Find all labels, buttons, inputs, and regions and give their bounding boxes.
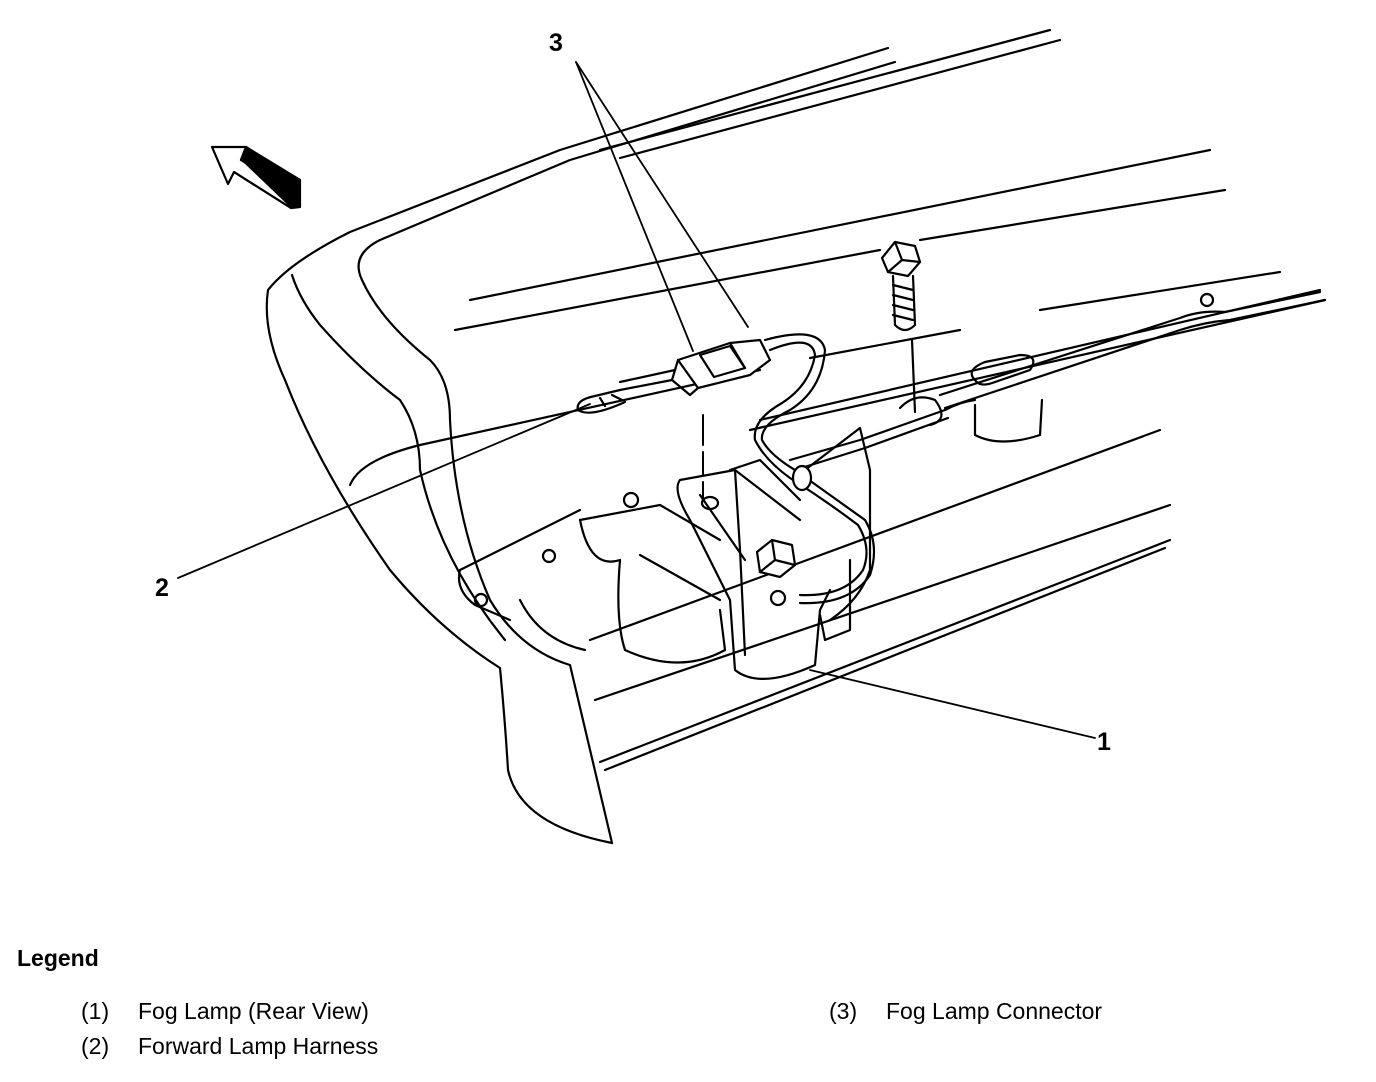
legend-item-2: (2) Forward Lamp Harness — [81, 1031, 378, 1061]
direction-arrow-icon — [210, 145, 302, 210]
legend-item-3: (3) Fog Lamp Connector — [829, 996, 1102, 1026]
legend-item-number: (1) — [81, 998, 110, 1024]
legend-item-label: Fog Lamp (Rear View) — [138, 998, 369, 1024]
forward-lamp-harness — [753, 333, 977, 605]
bumper-upper-panel — [348, 148, 1327, 487]
legend-item-label: Forward Lamp Harness — [138, 1033, 379, 1059]
callout-2: 2 — [155, 574, 169, 602]
mounting-rail — [938, 290, 1327, 443]
legend-item-1: (1) Fog Lamp (Rear View) — [81, 996, 369, 1026]
legend-item-label: Fog Lamp Connector — [886, 998, 1103, 1024]
bumper-lower-panel — [457, 292, 1215, 772]
fog-lamp-diagram — [177, 28, 1327, 845]
bumper-fascia — [265, 28, 1062, 845]
callout-3: 3 — [549, 29, 563, 57]
callout-1: 1 — [1097, 728, 1111, 756]
legend-item-number: (3) — [829, 998, 858, 1024]
bolt-icon — [880, 240, 943, 427]
leader-lines — [177, 61, 1096, 739]
legend-title: Legend — [17, 945, 99, 971]
fog-lamp — [578, 426, 872, 680]
fog-lamp-connector — [576, 338, 772, 414]
legend-item-number: (2) — [81, 1033, 110, 1059]
legend: Legend (1) Fog Lamp (Rear View) (2) Forwar… — [17, 943, 1357, 1059]
